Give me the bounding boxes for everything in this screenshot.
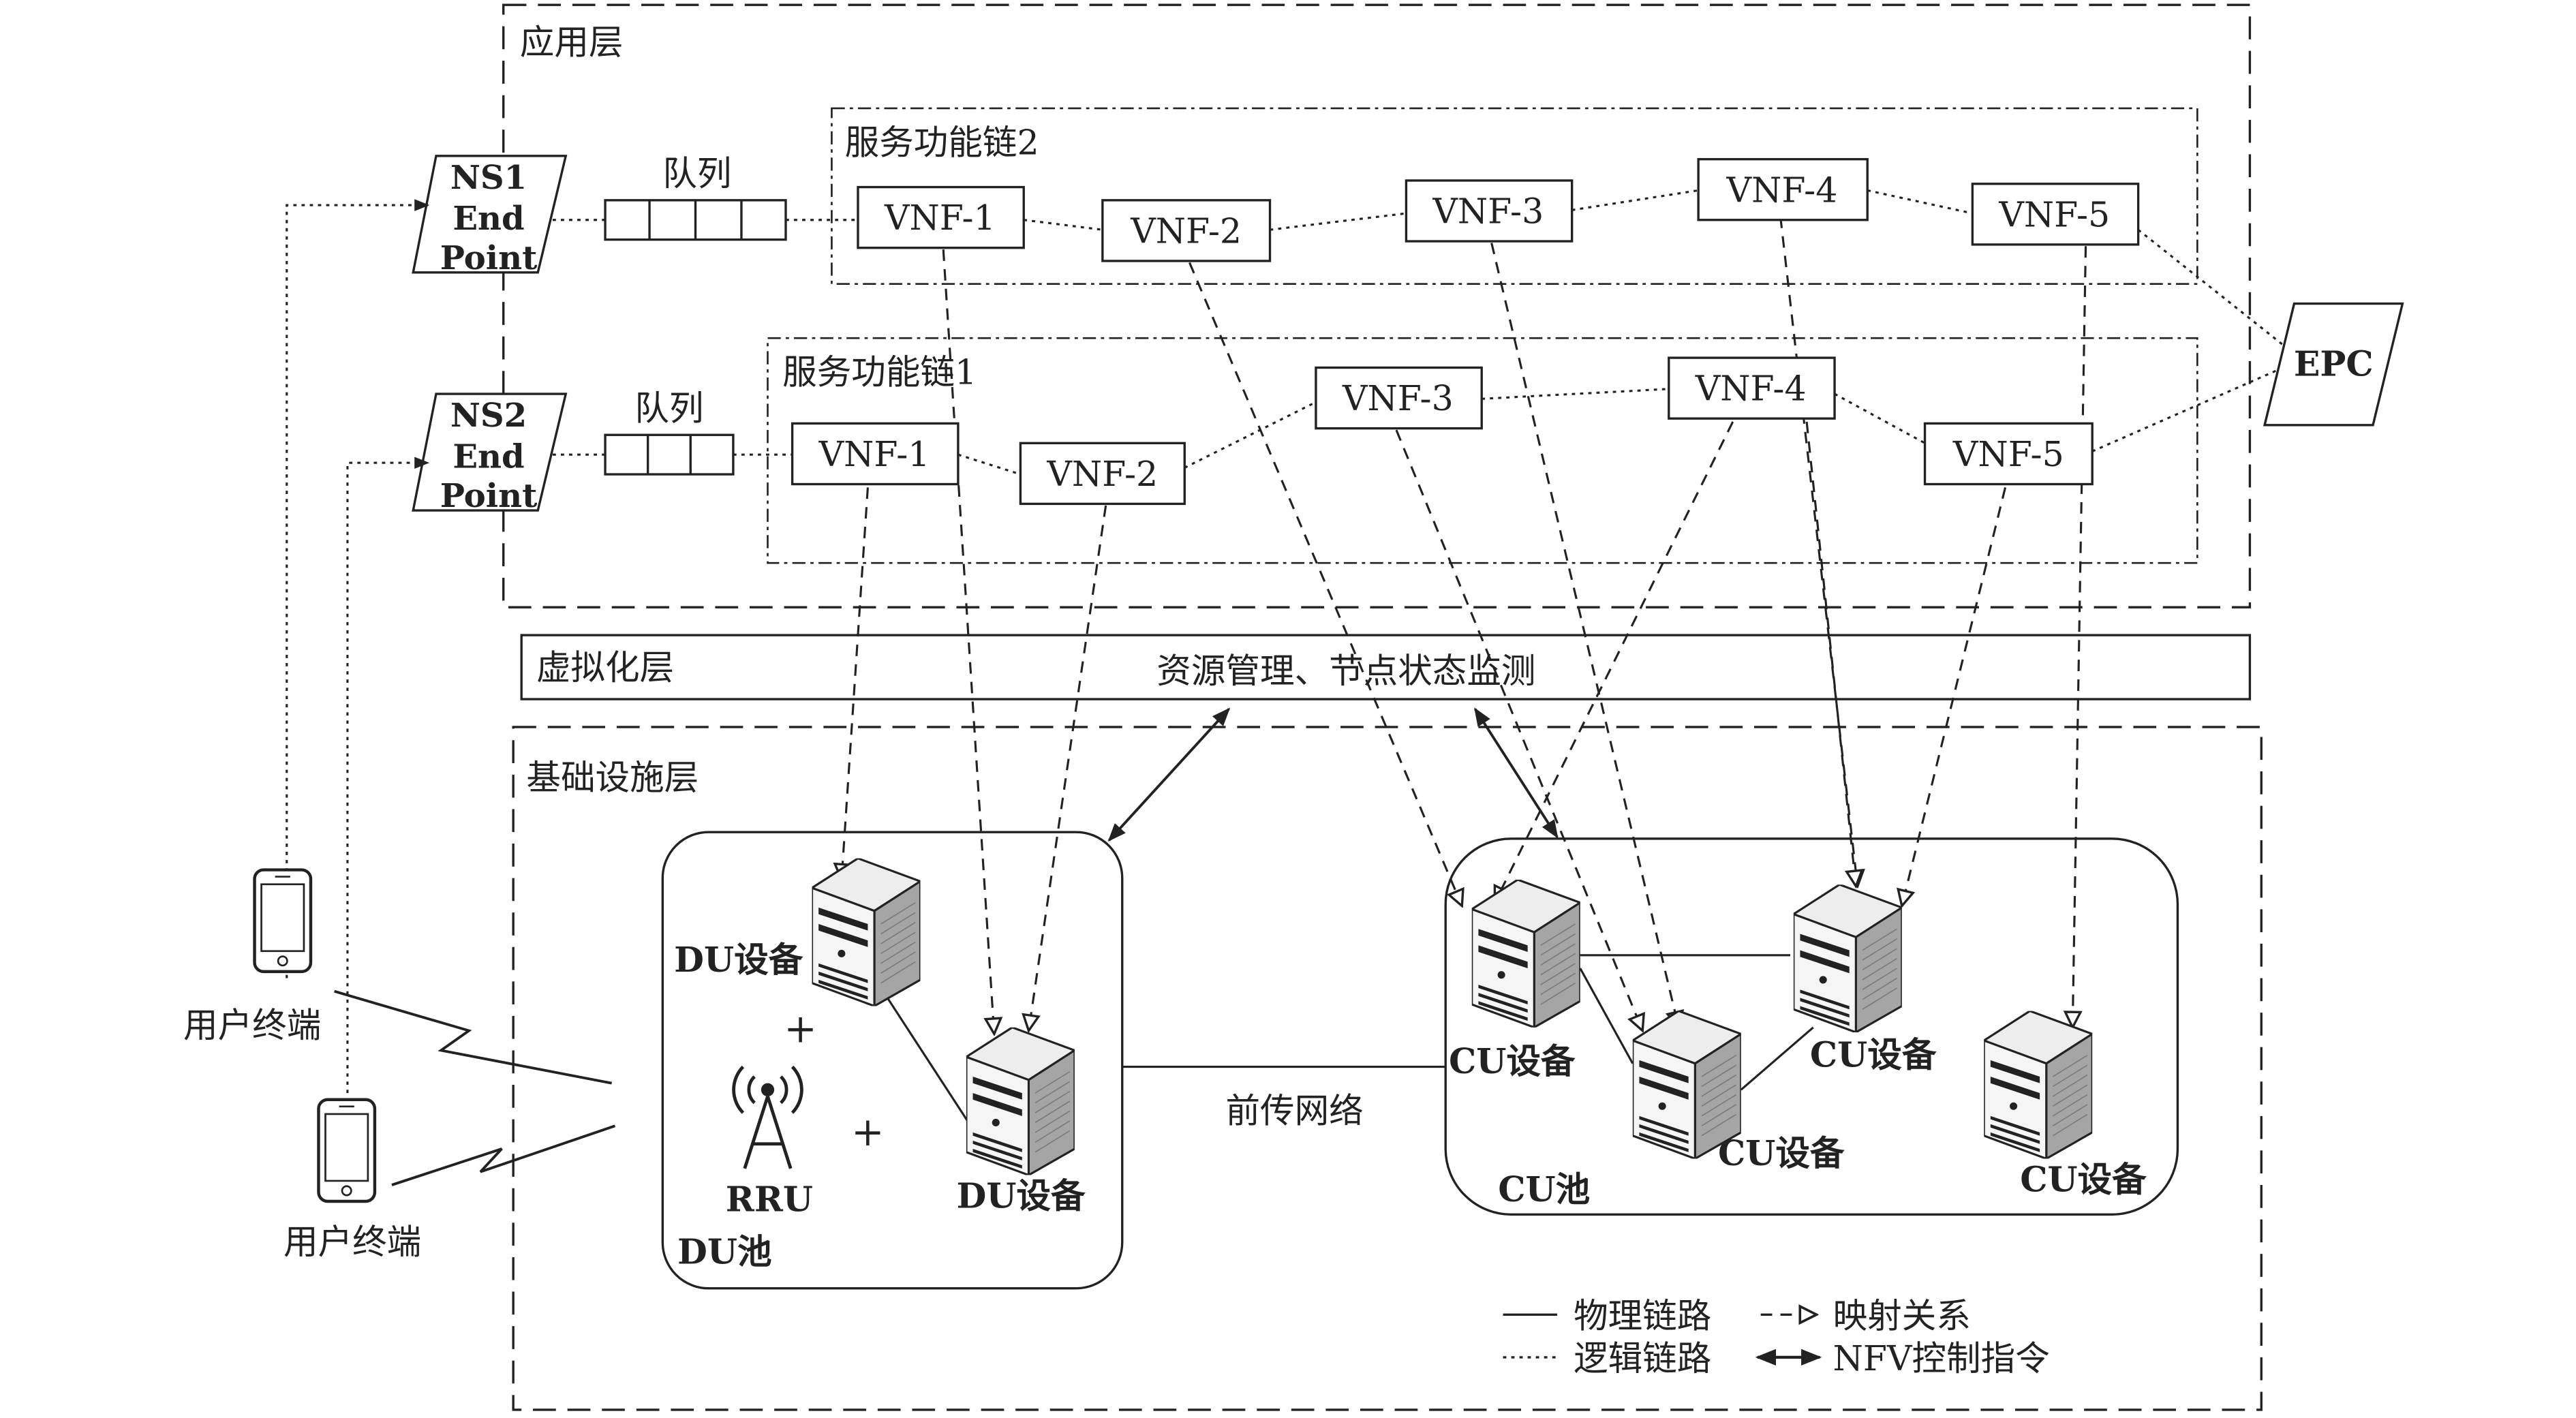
virtualization-layer-description: 资源管理、节点状态监测 — [1156, 651, 1535, 691]
chain2-vnf-1-label: VNF-1 — [884, 198, 996, 238]
du-pool-label: DU池 — [677, 1232, 772, 1272]
plus-sign-2: + — [851, 1109, 884, 1155]
chain1-title: 服务功能链1 — [782, 352, 977, 392]
chain1-vnf-3-label: VNF-3 — [1342, 378, 1454, 418]
cu-device-label-1: CU设备 — [1449, 1041, 1576, 1081]
chain2-title: 服务功能链2 — [845, 122, 1039, 162]
chain1-vnf-4[interactable]: VNF-4 — [1668, 356, 1836, 420]
du-device-label-bottom: DU设备 — [956, 1176, 1086, 1216]
chain1-vnf-1[interactable]: VNF-1 — [791, 422, 960, 486]
virtualization-layer-label: 虚拟化层 — [536, 647, 674, 688]
infrastructure-layer-label: 基础设施层 — [526, 758, 699, 798]
chain2-vnf-1[interactable]: VNF-1 — [857, 185, 1025, 249]
chain1-vnf-5[interactable]: VNF-5 — [1923, 422, 2094, 486]
chain1-vnf-4-label: VNF-4 — [1695, 369, 1807, 409]
application-layer-label: 应用层 — [520, 22, 624, 62]
chain1-vnf-5-label: VNF-5 — [1952, 434, 2064, 474]
plus-sign-1: + — [784, 1005, 816, 1051]
du-server-top[interactable] — [812, 858, 921, 1006]
mapping-links — [842, 216, 2087, 1034]
legend-nfv-label: NFV控制指令 — [1833, 1338, 2050, 1378]
cu-pool-label: CU池 — [1498, 1169, 1590, 1209]
epc-label: EPC — [2294, 344, 2374, 384]
du-physical-link — [883, 992, 974, 1130]
application-layer-frame — [502, 3, 2252, 608]
legend: 物理链路 映射关系 逻辑链路 NFV控制指令 — [1503, 1296, 2050, 1378]
ns1-line-2: End — [453, 200, 524, 238]
chain1-frame — [767, 337, 2198, 564]
du-server-bottom[interactable] — [966, 1027, 1075, 1175]
chain2-vnf-4[interactable]: VNF-4 — [1697, 157, 1869, 221]
cu-server-1[interactable] — [1471, 879, 1580, 1028]
nfv-control-arrows — [1107, 707, 1559, 842]
chain1-vnf-1-label: VNF-1 — [818, 434, 930, 474]
rru-label: RRU — [726, 1180, 813, 1220]
chain2-vnf-3-label: VNF-3 — [1432, 191, 1544, 232]
rru-antenna-icon — [732, 1065, 803, 1169]
du-device-label-top: DU设备 — [674, 940, 803, 980]
cu-pool-frame — [1444, 837, 2179, 1216]
chain2-vnf-4-label: VNF-4 — [1726, 170, 1838, 210]
epc-node: EPC — [2263, 302, 2404, 427]
cu-physical-links — [1579, 954, 1814, 1091]
cu-server-2[interactable] — [1793, 884, 1902, 1032]
queue-ns1 — [604, 199, 787, 241]
ns2-line-3: Point — [440, 477, 538, 515]
chain2-vnf-3[interactable]: VNF-3 — [1405, 179, 1574, 243]
chain1-vnf-2[interactable]: VNF-2 — [1019, 442, 1186, 506]
user-terminal-phone-2[interactable] — [318, 1100, 374, 1201]
cu-device-label-4: CU设备 — [2020, 1160, 2147, 1200]
ns1-line-1: NS1 — [450, 159, 527, 197]
ns1-line-3: Point — [440, 239, 538, 277]
queue-label-ns2: 队列 — [634, 388, 703, 429]
fronthaul-label: 前传网络 — [1226, 1090, 1364, 1130]
infrastructure-layer-frame — [512, 726, 2263, 1411]
queue-ns2 — [604, 433, 735, 476]
ns1-endpoint: NS1 End Point — [412, 155, 568, 277]
queue-label-ns1: 队列 — [662, 153, 731, 194]
legend-logical-label: 逻辑链路 — [1574, 1338, 1711, 1378]
user-terminal-label-1: 用户终端 — [183, 1005, 321, 1045]
chain1-vnf-2-label: VNF-2 — [1046, 454, 1158, 494]
cu-server-4[interactable] — [1984, 1011, 2093, 1159]
wireless-links — [334, 989, 616, 1186]
chain2-vnf-5-label: VNF-5 — [1998, 194, 2110, 234]
legend-mapping-label: 映射关系 — [1833, 1296, 1971, 1336]
logical-links — [286, 189, 2284, 1094]
chain1-vnf-3[interactable]: VNF-3 — [1315, 366, 1483, 430]
ns2-endpoint: NS2 End Point — [412, 392, 568, 515]
chain2-vnf-2[interactable]: VNF-2 — [1101, 199, 1272, 262]
user-terminal-label-2: 用户终端 — [283, 1222, 421, 1262]
ns2-line-1: NS2 — [450, 397, 527, 435]
cu-device-label-2: CU设备 — [1810, 1035, 1937, 1075]
chain2-vnf-5[interactable]: VNF-5 — [1971, 183, 2140, 246]
du-pool-frame — [661, 831, 1124, 1290]
user-terminal-phone-1[interactable] — [255, 870, 311, 972]
chain2-vnf-2-label: VNF-2 — [1130, 211, 1242, 251]
legend-physical-label: 物理链路 — [1574, 1296, 1711, 1336]
cu-device-label-3: CU设备 — [1718, 1133, 1845, 1173]
ns2-line-2: End — [453, 437, 524, 476]
